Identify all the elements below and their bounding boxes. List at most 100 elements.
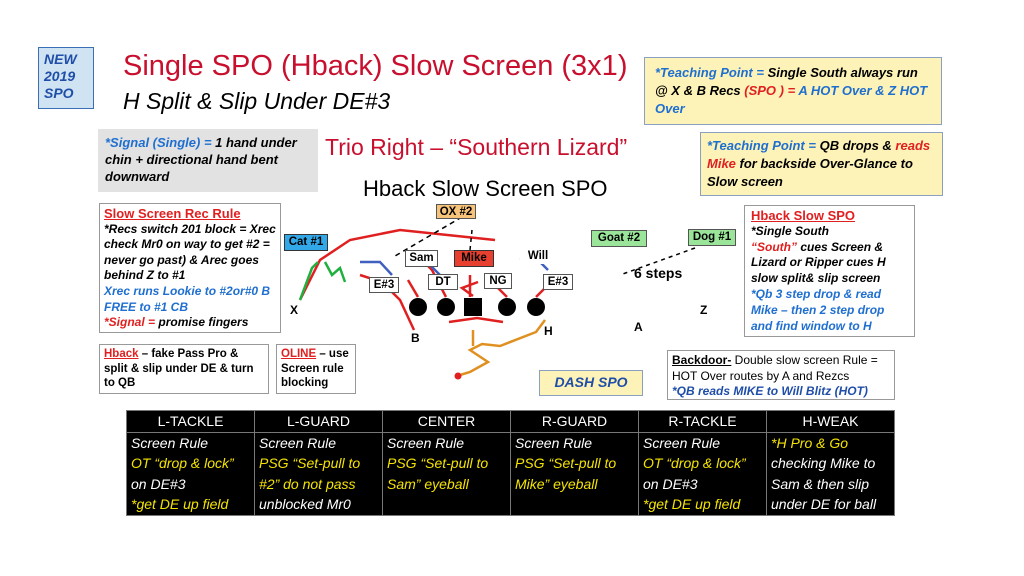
signal-box: *Signal (Single) = 1 hand under chin + d… [98,129,318,192]
ol-left-tackle [409,298,427,316]
ol-center [464,298,482,316]
z-receiver-label: Z [700,303,708,317]
will-tag: Will [520,249,556,264]
teaching-point-box-1: *Teaching Point = Single South always ru… [644,57,942,125]
sam-blue-route [360,260,393,276]
lt-r3: on DE#3 [131,475,186,492]
col-header-h-weak: H-WEAK [766,410,895,433]
spo-line-3: *Qb 3 step drop & read Mike – then 2 ste… [751,286,885,333]
lg-r2: PSG “Set-pull to [259,455,361,471]
h-r2: checking Mike to [771,455,876,471]
col-header-l-guard: L-GUARD [254,410,383,433]
tp1-text-2: A HOT Over & Z HOT Over [655,83,928,116]
dog-1-tag: Dog #1 [688,229,736,246]
backdoor-box: Backdoor- Double slow screen Rule = HOT … [667,350,895,400]
page-title: Single SPO (Hback) Slow Screen (3x1) [123,50,628,82]
spo-line-1: *Single South [751,223,829,238]
c-r3: Sam” eyeball [387,475,469,492]
h-slip-route [459,319,546,377]
c-r1: Screen Rule [387,434,465,451]
sam-tag: Sam [405,250,438,267]
x-green-route [298,261,319,301]
lg-r1: Screen Rule [259,434,337,451]
tp1-spo: (SPO ) = [744,83,799,98]
spo-south: “South” [751,239,797,254]
lg-r3: #2” do not pass [259,475,356,492]
lt-r4: *get DE up field [131,496,229,512]
dog-read-line [619,247,696,276]
six-steps-label: 6 steps [634,265,683,281]
rt-r4: *get DE up field [643,496,741,512]
lt-r2: OT “drop & lock” [131,455,234,471]
ng-tag: NG [484,273,512,289]
tp1-text-1: Single South always run @ X & B Recs [655,65,918,98]
table-cell-h: *H Pro & Go checking Mike to Sam & then … [766,431,895,516]
rg-r1: Screen Rule [515,434,593,451]
col-header-r-guard: R-GUARD [510,410,639,433]
badge-line-3: SPO [44,85,74,101]
spo-line-2: cues Screen & Lizard or Ripper cues H sl… [751,239,886,286]
col-header-center: CENTER [382,410,511,433]
tp2-text-2: for backside Over-Glance to Slow screen [707,156,913,189]
dash-spo-label: DASH SPO [539,370,643,396]
oline-rule-box: OLINE – use Screen rule blocking [276,344,356,394]
tp1-prefix: *Teaching Point = [655,65,768,80]
spo-heading: Hback Slow SPO [751,208,856,223]
backdoor-text: Double slow screen Rule = HOT Over route… [672,353,878,383]
badge-line-2: 2019 [44,68,76,84]
table-cell-rg: Screen Rule PSG “Set-pull to Mike” eyeba… [510,431,639,516]
ol-right-tackle [527,298,545,316]
catch-point [454,372,462,380]
ox-read-line [394,216,463,257]
dt-tag: DT [428,274,458,290]
signal-prefix: *Signal (Single) = [105,135,216,150]
h-r1: *H Pro & Go [771,434,849,451]
rt-r1: Screen Rule [643,434,721,451]
rec-rule-signal-label: *Signal = [104,315,159,330]
formation-title: Trio Right – “Southern Lizard” [325,134,628,160]
hback-heading: Hback [104,348,139,360]
rec-rule-signal-text: promise fingers [158,315,249,330]
a-receiver-label: A [634,320,643,334]
cat-1-tag: Cat #1 [284,234,328,251]
ol-right-guard [498,298,516,316]
lt-block-route [406,279,420,298]
lg-r4: unblocked Mr0 [259,496,351,512]
e3-right-tag: E#3 [543,274,573,290]
hback-text: – fake Pass Pro & split & slip under DE … [104,348,254,389]
rg-r3: Mike” eyeball [515,475,598,492]
oline-text: – use Screen rule blocking [281,348,349,389]
lt-r1: Screen Rule [131,434,209,451]
rec-rule-box: Slow Screen Rec Rule *Recs switch 201 bl… [99,203,281,333]
ox-2-tag: OX #2 [436,204,476,219]
ol-left-guard [437,298,455,316]
center-screen-wall [448,316,504,324]
oline-heading: OLINE [281,348,317,360]
play-title: Hback Slow Screen SPO [363,176,608,201]
tp2-text-1: QB drops & [819,138,896,153]
hback-slow-spo-box: Hback Slow SPO *Single South “South” cue… [744,205,915,337]
h-back-label: H [544,324,553,338]
table-cell-rt: Screen Rule OT “drop & lock” on DE#3 *ge… [638,431,767,516]
mike-tag: Mike [454,250,494,267]
col-header-l-tackle: L-TACKLE [126,410,255,433]
goat-2-tag: Goat #2 [591,230,647,247]
tp2-reads: reads Mike [707,138,931,171]
oline-rules-table: L-TACKLE L-GUARD CENTER R-GUARD R-TACKLE… [126,410,895,516]
hback-rule-box: Hback – fake Pass Pro & split & slip und… [99,344,269,394]
b-receiver-label: B [411,331,420,345]
col-header-r-tackle: R-TACKLE [638,410,767,433]
rec-rule-line-1: *Recs switch 201 block = Xrec check Mr0 … [104,221,276,283]
x-receiver-route [298,228,496,301]
rt-r3: on DE#3 [643,475,698,492]
tp2-prefix: *Teaching Point = [707,138,820,153]
backdoor-qb-read: *QB reads MIKE to Will Blitz (HOT) [672,384,868,398]
c-zig-route [459,280,479,298]
h-r4: under DE for ball [771,496,877,512]
rg-r2: PSG “Set-pull to [515,455,617,471]
teaching-point-box-2: *Teaching Point = QB drops & reads Mike … [700,132,943,196]
cat-green-route [323,261,347,283]
table-cell-c: Screen Rule PSG “Set-pull to Sam” eyebal… [382,431,511,516]
table-cell-lt: Screen Rule OT “drop & lock” on DE#3 *ge… [126,431,255,516]
table-cell-lg: Screen Rule PSG “Set-pull to #2” do not … [254,431,383,516]
